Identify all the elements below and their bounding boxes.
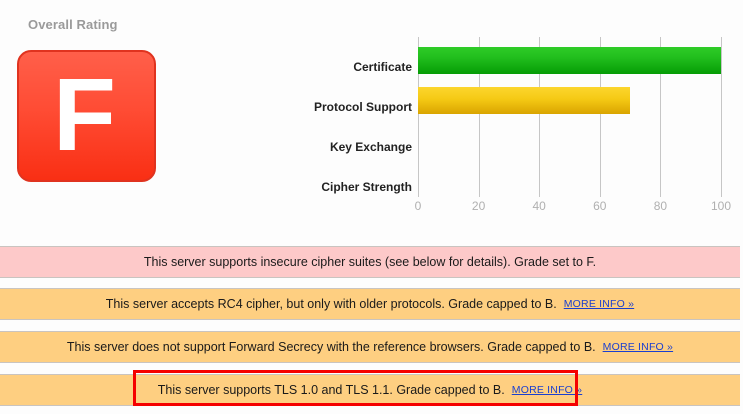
more-info-link[interactable]: MORE INFO » (563, 298, 635, 310)
x-tick-label-0: 0 (414, 199, 422, 213)
chart-category-label-certificate: Certificate (353, 60, 412, 74)
alert-row: This server supports insecure cipher sui… (0, 246, 740, 278)
x-tick-label-100: 100 (710, 199, 732, 213)
chart-category-labels: Certificate Protocol Support Key Exchang… (290, 37, 412, 197)
chart-gridline (660, 37, 662, 197)
more-info-link[interactable]: MORE INFO » (511, 384, 583, 396)
x-tick-label-40: 40 (532, 199, 546, 213)
rating-and-chart-section: Overall Rating F Certificate Protocol Su… (17, 10, 735, 225)
chart-gridline (599, 37, 601, 197)
chart-gridline (478, 37, 480, 197)
alert-message: This server supports insecure cipher sui… (143, 255, 597, 269)
alert-row: This server supports TLS 1.0 and TLS 1.1… (0, 374, 740, 406)
x-tick-label-20: 20 (471, 199, 486, 213)
grade-letter: F (53, 56, 116, 172)
more-info-link[interactable]: MORE INFO » (602, 341, 674, 353)
alert-message: This server does not support Forward Sec… (66, 340, 596, 354)
score-bar-chart: Certificate Protocol Support Key Exchang… (290, 10, 735, 225)
chart-x-axis: 0 20 40 60 80 100 (414, 199, 731, 219)
overall-grade-badge: F (17, 50, 156, 182)
x-tick-label-80: 80 (653, 199, 668, 213)
chart-gridline (721, 37, 722, 197)
alert-message: This server accepts RC4 cipher, but only… (105, 297, 557, 311)
chart-bar-protocol-support (418, 87, 631, 114)
chart-plot-area (418, 37, 722, 197)
alert-row: This server does not support Forward Sec… (0, 331, 740, 363)
alert-message: This server supports TLS 1.0 and TLS 1.1… (157, 383, 505, 397)
page-title: Overall Rating (28, 17, 118, 32)
chart-category-label-key-exchange: Key Exchange (329, 140, 412, 154)
chart-bar-certificate (418, 47, 721, 74)
x-tick-label-60: 60 (593, 199, 607, 213)
chart-gridline (418, 37, 419, 197)
chart-category-label-cipher-strength: Cipher Strength (321, 180, 412, 194)
chart-gridline (539, 37, 541, 197)
alert-row: This server accepts RC4 cipher, but only… (0, 288, 740, 320)
chart-category-label-protocol-support: Protocol Support (314, 100, 412, 114)
